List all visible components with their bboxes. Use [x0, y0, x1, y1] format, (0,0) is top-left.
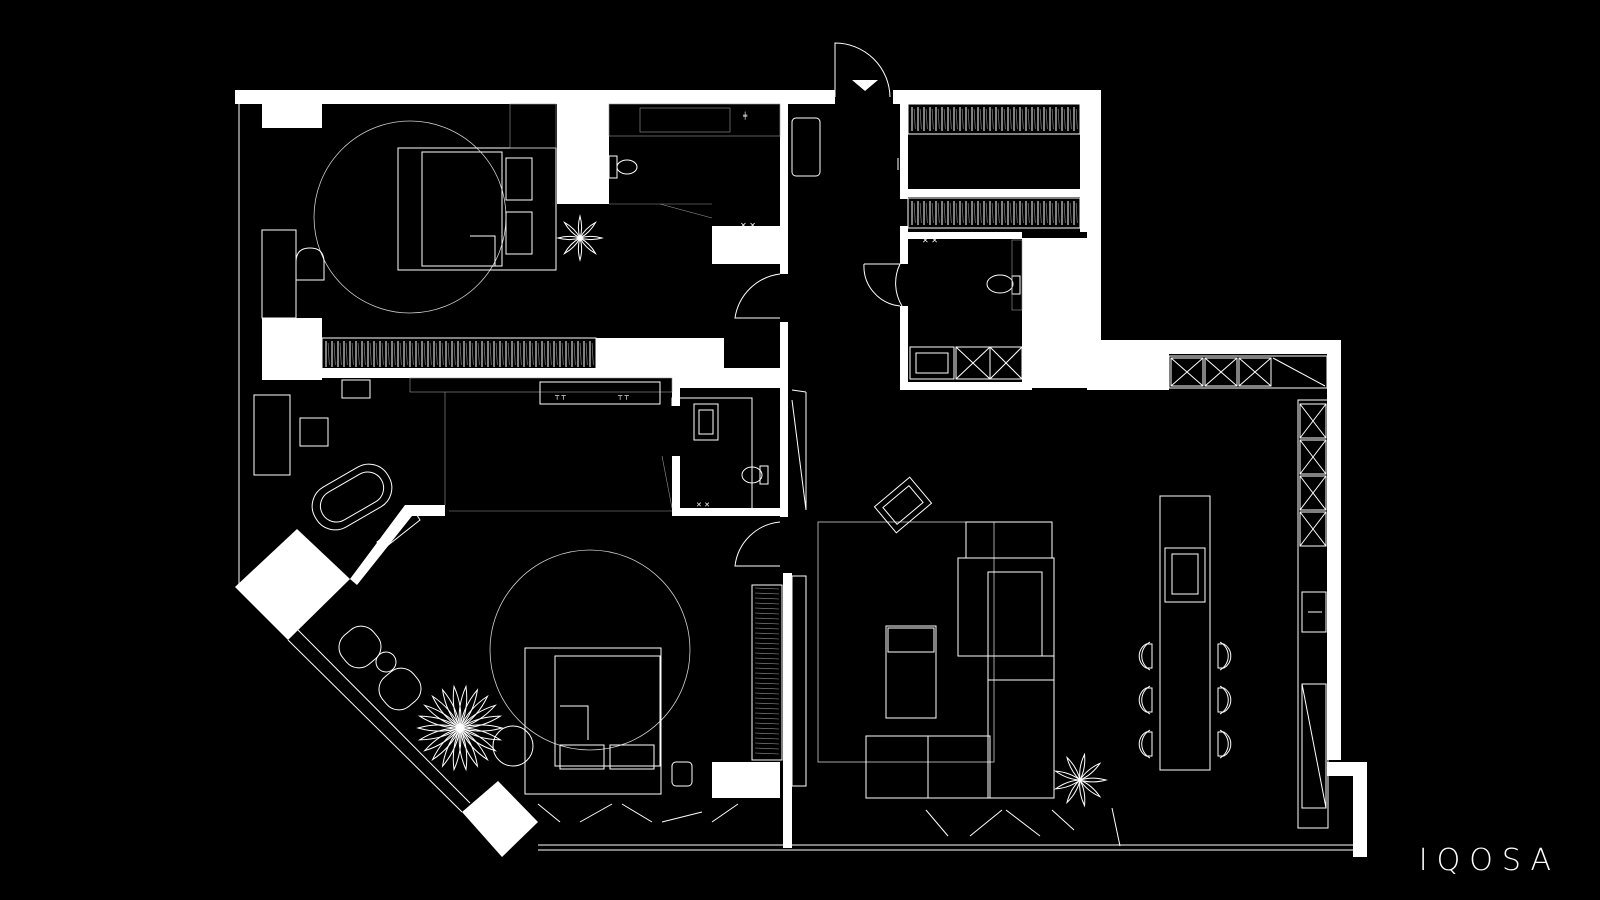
- bathroom-1: ✕ ✕ ╪: [608, 103, 781, 230]
- toilet-icon: [986, 274, 1021, 295]
- svg-text:╪: ╪: [742, 111, 748, 120]
- window-marks: [537, 803, 1075, 837]
- entrance: [834, 42, 891, 98]
- bed-icon: [397, 147, 557, 271]
- plant-icon: [416, 684, 504, 772]
- bedroom-2: [338, 549, 693, 795]
- svg-text:✕ ✕: ✕ ✕: [922, 236, 938, 245]
- bathroom-2: ✕ ✕: [909, 236, 1023, 380]
- master-bathroom: ✕ ✕ ┬ ┬ ┬ ┬: [253, 377, 769, 551]
- armchair-icon: [338, 625, 422, 711]
- plant-icon: [556, 214, 604, 262]
- entrance-bench: [791, 117, 821, 177]
- bedroom-1: [261, 103, 604, 319]
- wardrobe-entrance-top: [907, 103, 1081, 135]
- toilet-icon: [608, 155, 638, 179]
- dining-chair-icon: [1138, 641, 1232, 759]
- doors: [734, 263, 903, 567]
- sofa-icon: [865, 521, 1055, 799]
- svg-text:✕ ✕: ✕ ✕: [740, 221, 756, 230]
- plant-icon: [1053, 752, 1108, 808]
- living-room: [791, 389, 1121, 847]
- brand-logo: IQOSA: [1418, 843, 1560, 878]
- svg-text:✕ ✕: ✕ ✕: [696, 501, 710, 509]
- outline-lines: [238, 104, 1353, 851]
- armchair-icon: [873, 476, 933, 534]
- toilet-icon: [741, 465, 769, 485]
- walls: [235, 90, 1367, 857]
- svg-text:┬ ┬: ┬ ┬: [617, 392, 629, 400]
- entrance-arrow-icon: [852, 80, 878, 91]
- kitchen: [1138, 355, 1329, 829]
- wardrobe-bedroom-2: [751, 584, 783, 761]
- bathtub-icon: [311, 463, 393, 531]
- wardrobe-entrance-bottom: [907, 197, 1081, 229]
- svg-text:┬ ┬: ┬ ┬: [554, 392, 566, 400]
- bed-icon: [524, 647, 662, 795]
- wardrobe-bedroom-1: [321, 337, 597, 371]
